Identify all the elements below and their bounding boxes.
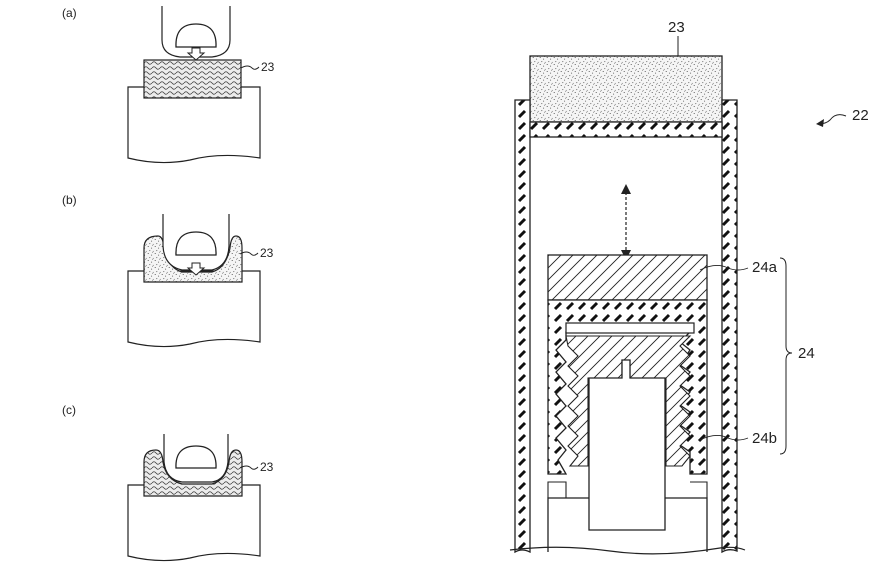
panel-b-down-arrow [186,262,206,276]
wall-left [514,99,531,554]
panel-a-label: (a) [62,6,77,20]
device-ref-22-arrowhead [816,119,824,127]
panel-c-leader [239,465,259,470]
panel-a: (a) 23 [62,6,275,164]
device-brace-24 [779,257,793,455]
device-ref-24: 24 [798,345,815,362]
top-plate [529,121,723,138]
device-ref-24b-leader [699,435,749,441]
panel-a-down-arrow [186,47,206,61]
device-ref-24b: 24b [752,430,777,447]
panel-b-label: (b) [62,193,77,207]
device-ref-23: 23 [668,19,685,36]
panel-a-base [127,86,261,164]
panel-c-ref-23: 23 [260,460,274,474]
device-ref-24a-leader [699,265,749,271]
slot-plate [565,322,695,334]
panel-a-leader [240,65,260,70]
device-ref-22: 22 [852,107,869,124]
panel-c-base [127,484,261,562]
panel-c-foam [143,449,243,497]
device-ref-24a: 24a [752,259,778,276]
panel-a-foam [143,59,242,99]
panel-a-nail [175,23,217,48]
block-24a [547,254,708,301]
panel-c-label: (c) [62,403,76,417]
panel-b-leader [239,251,259,256]
panel-b-nail [175,231,217,256]
panel-a-ref-23: 23 [261,60,275,74]
panel-c: (c) 23 [62,403,274,562]
panel-b-foam [143,235,243,283]
bottom-break-line [509,546,746,555]
inner-post [588,359,666,531]
movement-arrow [621,184,631,260]
panel-b: (b) 23 [62,193,274,348]
device-section: 23 22 24a [509,19,869,555]
panel-c-nail [175,445,217,469]
base-frame-inner [547,481,708,498]
wall-right [721,99,738,554]
panel-b-ref-23: 23 [260,246,274,260]
panel-b-base [127,270,261,348]
top-foam [529,55,723,123]
